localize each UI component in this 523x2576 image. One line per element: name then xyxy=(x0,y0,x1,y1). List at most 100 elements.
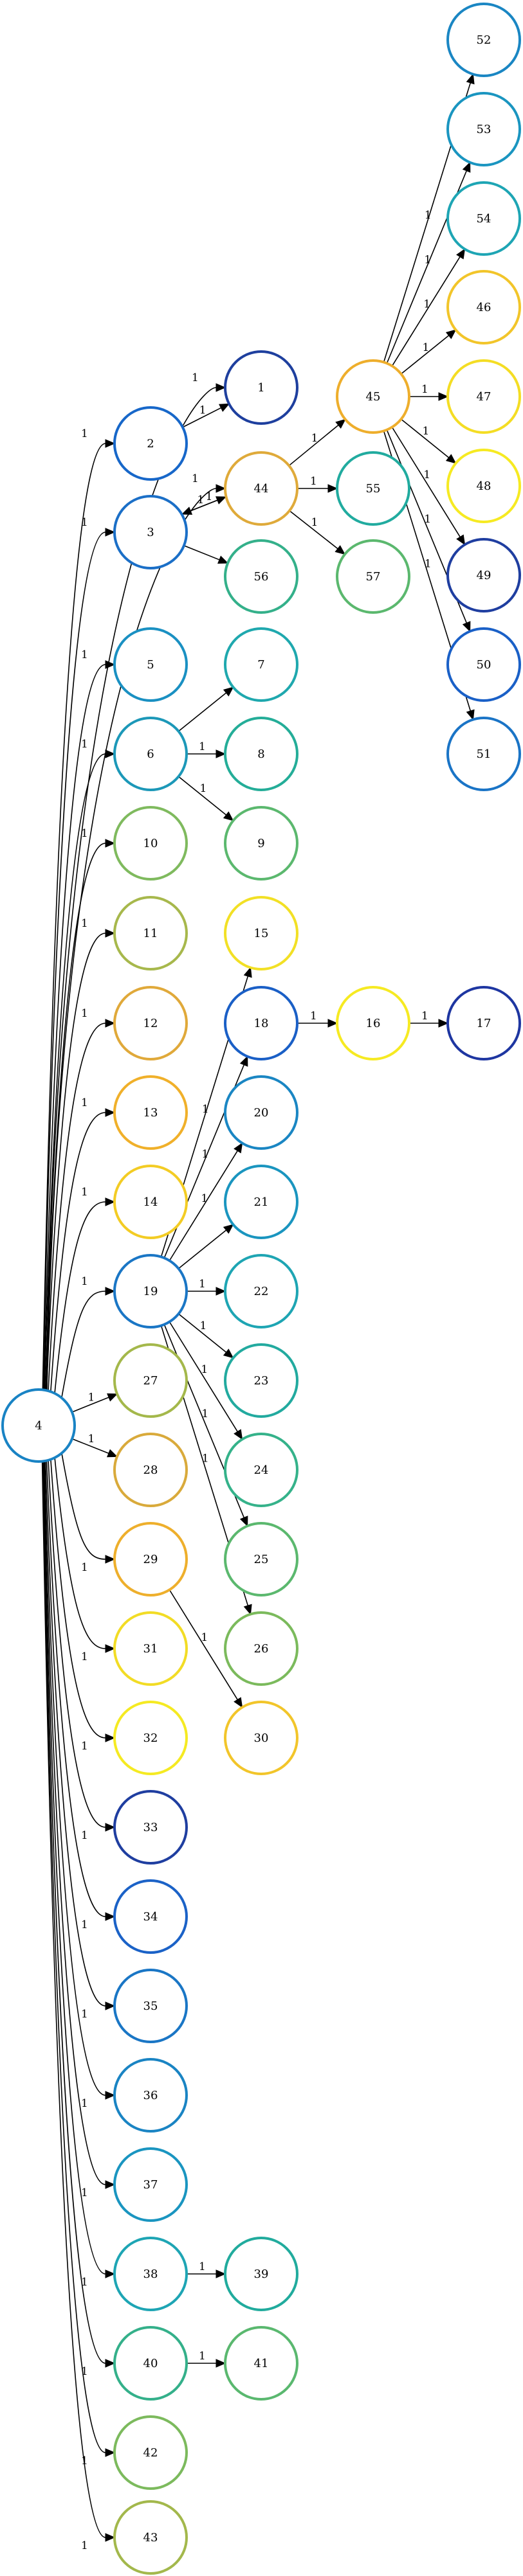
node-label: 57 xyxy=(366,570,381,584)
node-circle xyxy=(336,451,410,526)
node-circle xyxy=(224,1165,298,1239)
node-21: 21 xyxy=(224,1165,298,1239)
edge-45-48: 1 xyxy=(401,418,457,464)
edge-line xyxy=(401,418,450,458)
node-15: 15 xyxy=(224,896,298,970)
arrowhead xyxy=(105,1197,116,1206)
node-circle xyxy=(446,92,521,166)
edge-4-40: 1 xyxy=(42,1461,116,2378)
node-label: 24 xyxy=(254,1463,269,1477)
node-label: 55 xyxy=(366,482,381,496)
edge-line xyxy=(44,753,106,1390)
arrowhead xyxy=(216,2359,226,2368)
node-circle xyxy=(113,627,188,702)
node-label: 42 xyxy=(143,2446,158,2460)
node-label: 48 xyxy=(477,479,491,493)
node-label: 14 xyxy=(143,1195,158,1209)
node-circle xyxy=(224,350,298,425)
arrowhead xyxy=(445,329,457,339)
arrowhead xyxy=(223,811,234,821)
edge-label: 1 xyxy=(81,827,88,840)
arrowhead xyxy=(105,660,116,669)
node-label: 17 xyxy=(477,1017,491,1030)
node-4: 4 xyxy=(1,1388,76,1463)
node-48: 48 xyxy=(446,449,521,523)
node-label: 6 xyxy=(147,747,154,761)
edge-4-34: 1 xyxy=(46,1460,116,1931)
edge-label: 1 xyxy=(81,427,88,440)
edge-label: 1 xyxy=(81,1007,88,1020)
node-35: 35 xyxy=(113,1969,188,2043)
edge-label: 1 xyxy=(201,1363,208,1376)
arrowhead xyxy=(107,1393,118,1402)
node-label: 32 xyxy=(143,1731,158,1745)
node-circle xyxy=(113,495,188,569)
node-label: 26 xyxy=(254,1642,269,1656)
node-label: 41 xyxy=(254,2357,269,2370)
arrowhead xyxy=(105,439,116,448)
edge-4-37: 1 xyxy=(43,1461,116,2199)
node-50: 50 xyxy=(446,627,521,702)
node-circle xyxy=(113,1611,188,1686)
arrowhead xyxy=(456,248,466,260)
node-label: 35 xyxy=(143,1999,158,2013)
node-label: 1 xyxy=(257,381,264,395)
node-56: 56 xyxy=(224,539,298,614)
edge-label: 1 xyxy=(81,1096,88,1109)
arrowhead xyxy=(105,1019,116,1028)
node-24: 24 xyxy=(224,1433,298,1507)
edge-4-12: 1 xyxy=(48,1007,116,1391)
edge-38-39: 1 xyxy=(187,2260,226,2278)
edge-line xyxy=(43,1461,106,2185)
edge-4-27: 1 xyxy=(71,1391,118,1413)
arrowhead xyxy=(219,403,230,412)
node-circle xyxy=(113,806,188,881)
edge-label: 1 xyxy=(88,1391,95,1404)
edge-40-41: 1 xyxy=(187,2350,226,2368)
edge-label: 1 xyxy=(199,2350,206,2363)
edge-label: 1 xyxy=(421,383,428,396)
edge-19-22: 1 xyxy=(187,1278,226,1296)
edge-label: 1 xyxy=(81,516,88,529)
node-20: 20 xyxy=(224,1075,298,1150)
edge-label: 1 xyxy=(81,648,88,661)
edge-label: 1 xyxy=(201,1631,208,1644)
node-label: 51 xyxy=(477,747,491,761)
node-label: 54 xyxy=(477,212,491,226)
edge-line xyxy=(46,933,106,1391)
node-28: 28 xyxy=(113,1433,188,1507)
node-circle xyxy=(113,1254,188,1328)
node-33: 33 xyxy=(113,1790,188,1865)
node-47: 47 xyxy=(446,359,521,434)
arrowhead xyxy=(438,392,449,401)
arrowhead xyxy=(234,1429,243,1440)
node-26: 26 xyxy=(224,1611,298,1686)
node-label: 9 xyxy=(257,837,264,850)
node-53: 53 xyxy=(446,92,521,166)
edge-line xyxy=(50,1459,106,1739)
node-circle xyxy=(224,806,298,881)
arrowhead xyxy=(106,1449,118,1458)
node-circle xyxy=(113,1790,188,1865)
edge-line xyxy=(169,1150,238,1261)
edge-label: 1 xyxy=(81,1919,88,1931)
edge-label: 1 xyxy=(425,557,432,570)
edge-45-49: 1 xyxy=(391,427,466,546)
edge-44-3: 1 xyxy=(181,490,226,515)
edge-6-8: 1 xyxy=(187,740,226,758)
edge-line xyxy=(391,256,461,366)
node-circle xyxy=(446,3,521,77)
edge-4-5: 1 xyxy=(43,648,116,1390)
arrowhead xyxy=(243,1604,252,1615)
edge-19-20: 1 xyxy=(169,1142,243,1261)
edge-4-38: 1 xyxy=(42,1461,116,2289)
arrowhead xyxy=(223,1224,234,1234)
node-circle xyxy=(224,627,298,702)
arrowhead xyxy=(105,749,116,758)
node-circle xyxy=(446,717,521,791)
edge-label: 1 xyxy=(81,2539,88,2552)
edge-line xyxy=(178,1230,227,1269)
node-label: 18 xyxy=(254,1017,269,1030)
